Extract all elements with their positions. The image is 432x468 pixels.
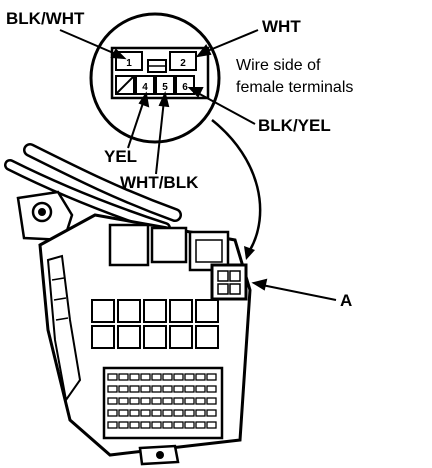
- detail-pointer-curve: [211, 119, 262, 251]
- note-line-1: Wire side of: [236, 57, 321, 74]
- connector-detail: 1 2 4 5 6: [89, 12, 221, 144]
- callout-a: A: [340, 291, 352, 310]
- label-blk-yel: BLK/YEL: [258, 116, 331, 135]
- connector-a: [210, 263, 248, 301]
- pin-5-number: 5: [162, 82, 168, 93]
- pin-2-number: 2: [180, 58, 186, 69]
- arrow-head: [187, 87, 204, 98]
- fuse-slots: [107, 373, 217, 429]
- pin-6-number: 6: [182, 82, 188, 93]
- arrow-head: [251, 278, 268, 291]
- pin-4-number: 4: [142, 82, 148, 93]
- pin-1-number: 1: [126, 58, 132, 69]
- label-wht: WHT: [262, 17, 301, 36]
- detail-pointer-arrowhead: [244, 246, 255, 260]
- fuse-box-illustration: [4, 143, 252, 457]
- label-yel: YEL: [104, 147, 137, 166]
- arrow-head: [158, 90, 170, 108]
- bottom-mount-tab: [138, 444, 180, 466]
- label-wht-blk: WHT/BLK: [120, 173, 199, 192]
- note-line-2: female terminals: [236, 79, 353, 96]
- leader-lines: [59, 29, 337, 301]
- arrow-head: [110, 48, 127, 60]
- label-blk-wht: BLK/WHT: [6, 9, 85, 28]
- arrow-head: [195, 44, 212, 58]
- pin-2-cavity: [169, 51, 197, 71]
- arrow-head: [138, 91, 150, 108]
- pin-6-cavity: [175, 75, 195, 95]
